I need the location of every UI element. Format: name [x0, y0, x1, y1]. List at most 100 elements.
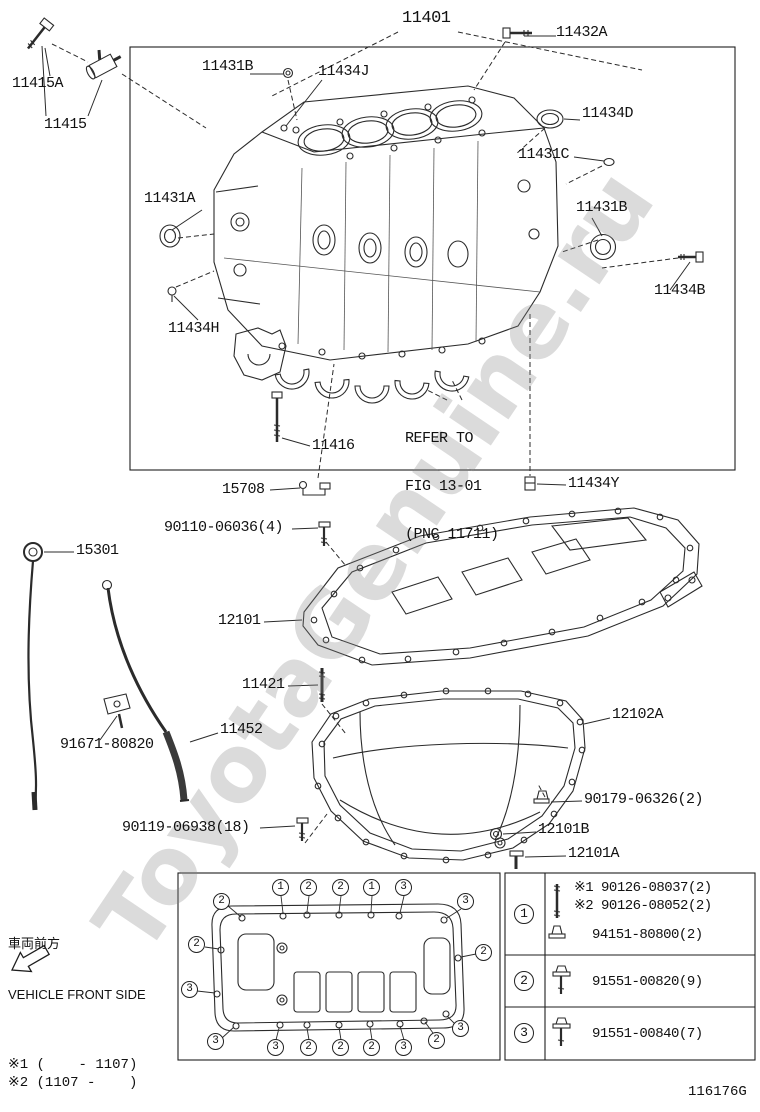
- legend-part-90126-08052[interactable]: ※2 90126-08052(2): [574, 898, 712, 914]
- legend-icons: [548, 884, 571, 1046]
- pan-hardware: [296, 668, 550, 869]
- part-label-12102a[interactable]: 12102A: [612, 706, 664, 723]
- dipstick-drawing: [23, 542, 43, 811]
- part-label-15301[interactable]: 15301: [76, 542, 119, 559]
- callout-circle[interactable]: 3: [207, 1033, 224, 1050]
- part-label-90119[interactable]: 90119-06938(18): [122, 819, 250, 836]
- part-label-11431a[interactable]: 11431A: [144, 190, 196, 207]
- footnote-1: ※1 ( - 1107): [8, 1057, 138, 1073]
- callout-circle[interactable]: 3: [267, 1039, 284, 1056]
- part-label-90110[interactable]: 90110-06036(4): [164, 519, 284, 536]
- cylinder-block-drawing: [213, 85, 559, 361]
- flange-nut-icon: [548, 925, 566, 939]
- part-label-11431b-right[interactable]: 11431B: [576, 199, 628, 216]
- refer-note-line2: FIG 13-01: [405, 478, 482, 495]
- dashed-leaders: [51, 31, 679, 844]
- part-label-12101[interactable]: 12101: [218, 612, 261, 629]
- part-label-91671[interactable]: 91671-80820: [60, 736, 154, 753]
- legend-part-94151-80800[interactable]: 94151-80800(2): [592, 927, 703, 943]
- dipstick-tube-drawing: [101, 579, 190, 802]
- legend-symbol-3: 3: [514, 1023, 534, 1043]
- plug-11431b-top-icon: [282, 67, 294, 79]
- callout-circle[interactable]: 3: [395, 879, 412, 896]
- legend-symbol-1: 1: [514, 904, 534, 924]
- callout-circle[interactable]: 1: [272, 879, 289, 896]
- cup-plug-11434d-icon: [536, 109, 564, 129]
- stud-11434j-icon: [280, 124, 288, 132]
- gasket-12101b-icon: [489, 827, 503, 841]
- part-label-11416[interactable]: 11416: [312, 437, 355, 454]
- refer-note: REFER TO FIG 13-01 (PNC 11711): [405, 399, 499, 575]
- callout-circle[interactable]: 2: [300, 879, 317, 896]
- flange-bolt-icon-row2: [552, 965, 571, 994]
- nozzle-15708-icon: [298, 480, 331, 496]
- callout-circle[interactable]: 2: [363, 1039, 380, 1056]
- part-label-11434d[interactable]: 11434D: [582, 105, 634, 122]
- callout-circle[interactable]: 2: [213, 893, 230, 910]
- vehicle-front-arrow-icon: [11, 944, 51, 973]
- seal-11431b-right-icon: [589, 233, 617, 261]
- part-label-15708[interactable]: 15708: [222, 481, 265, 498]
- legend-part-90126-08037[interactable]: ※1 90126-08037(2): [574, 880, 712, 896]
- part-label-11434b[interactable]: 11434B: [654, 282, 706, 299]
- part-label-11401[interactable]: 11401: [402, 9, 451, 28]
- part-label-11434y[interactable]: 11434Y: [568, 475, 620, 492]
- stud-bolt-icon: [553, 884, 561, 918]
- bolt-11415a-icon: [27, 17, 55, 50]
- callout-circle[interactable]: 2: [300, 1039, 317, 1056]
- callout-circle[interactable]: 2: [332, 1039, 349, 1056]
- part-label-11434h[interactable]: 11434H: [168, 320, 220, 337]
- legend-part-91551-00820[interactable]: 91551-00820(9): [592, 974, 703, 990]
- part-label-11415[interactable]: 11415: [44, 116, 87, 133]
- footnote-2: ※2 (1107 - ): [8, 1075, 138, 1091]
- cylinder-block-ribs: [223, 140, 541, 353]
- stud-11421-icon: [318, 668, 326, 702]
- part-label-11434j[interactable]: 11434J: [318, 63, 370, 80]
- part-label-11415a[interactable]: 11415A: [12, 75, 64, 92]
- part-label-90179[interactable]: 90179-06326(2): [584, 791, 704, 808]
- nut-90179-icon: [533, 790, 550, 804]
- flange-bolt-icon-row3: [552, 1017, 571, 1046]
- callout-circle[interactable]: 2: [332, 879, 349, 896]
- callout-circle[interactable]: 2: [428, 1032, 445, 1049]
- callout-circle[interactable]: 3: [395, 1039, 412, 1056]
- callout-circle[interactable]: 2: [188, 936, 205, 953]
- oil-pan-lower-drawing: [311, 687, 586, 864]
- figure-code: 116176G: [688, 1084, 747, 1100]
- vehicle-front-en: VEHICLE FRONT SIDE: [8, 987, 146, 1002]
- bearing-parts: [233, 327, 470, 442]
- callout-circle[interactable]: 2: [475, 944, 492, 961]
- gasket-pattern-drawing: [211, 903, 465, 1032]
- part-label-11431b-top[interactable]: 11431B: [202, 58, 254, 75]
- plug-11431c-icon: [603, 157, 615, 167]
- plug-12101a-icon: [509, 850, 524, 869]
- frame-boxes: [129, 46, 756, 1061]
- seal-11431a-icon: [159, 224, 181, 248]
- block-small-parts: [27, 17, 704, 546]
- callout-circle[interactable]: 1: [363, 879, 380, 896]
- refer-note-line1: REFER TO: [405, 430, 474, 447]
- part-label-11452[interactable]: 11452: [220, 721, 263, 738]
- pin-11434h-icon: [167, 286, 177, 296]
- part-label-12101a[interactable]: 12101A: [568, 845, 620, 862]
- bolt-11432a-icon: [502, 27, 532, 39]
- union-11415-icon: [85, 49, 122, 80]
- part-label-11421[interactable]: 11421: [242, 676, 285, 693]
- bolt-90119-icon: [296, 817, 309, 841]
- vehicle-front-side: 車両前方 VEHICLE FRONT SIDE: [8, 901, 146, 1037]
- legend-part-91551-00840[interactable]: 91551-00840(7): [592, 1026, 703, 1042]
- bolt-90110-icon: [318, 521, 331, 546]
- oil-pan-upper-drawing: [302, 507, 703, 666]
- part-label-11431c[interactable]: 11431C: [518, 146, 570, 163]
- bolt-11434b-icon: [678, 251, 704, 263]
- callout-circle[interactable]: 3: [452, 1020, 469, 1037]
- part-label-12101b[interactable]: 12101B: [538, 821, 590, 838]
- bracket-91671-icon: [103, 693, 131, 715]
- callout-circle[interactable]: 3: [457, 893, 474, 910]
- callout-circle[interactable]: 3: [181, 981, 198, 998]
- refer-note-line3: (PNC 11711): [405, 526, 499, 543]
- part-label-11432a[interactable]: 11432A: [556, 24, 608, 41]
- solid-leaders: [41, 35, 691, 858]
